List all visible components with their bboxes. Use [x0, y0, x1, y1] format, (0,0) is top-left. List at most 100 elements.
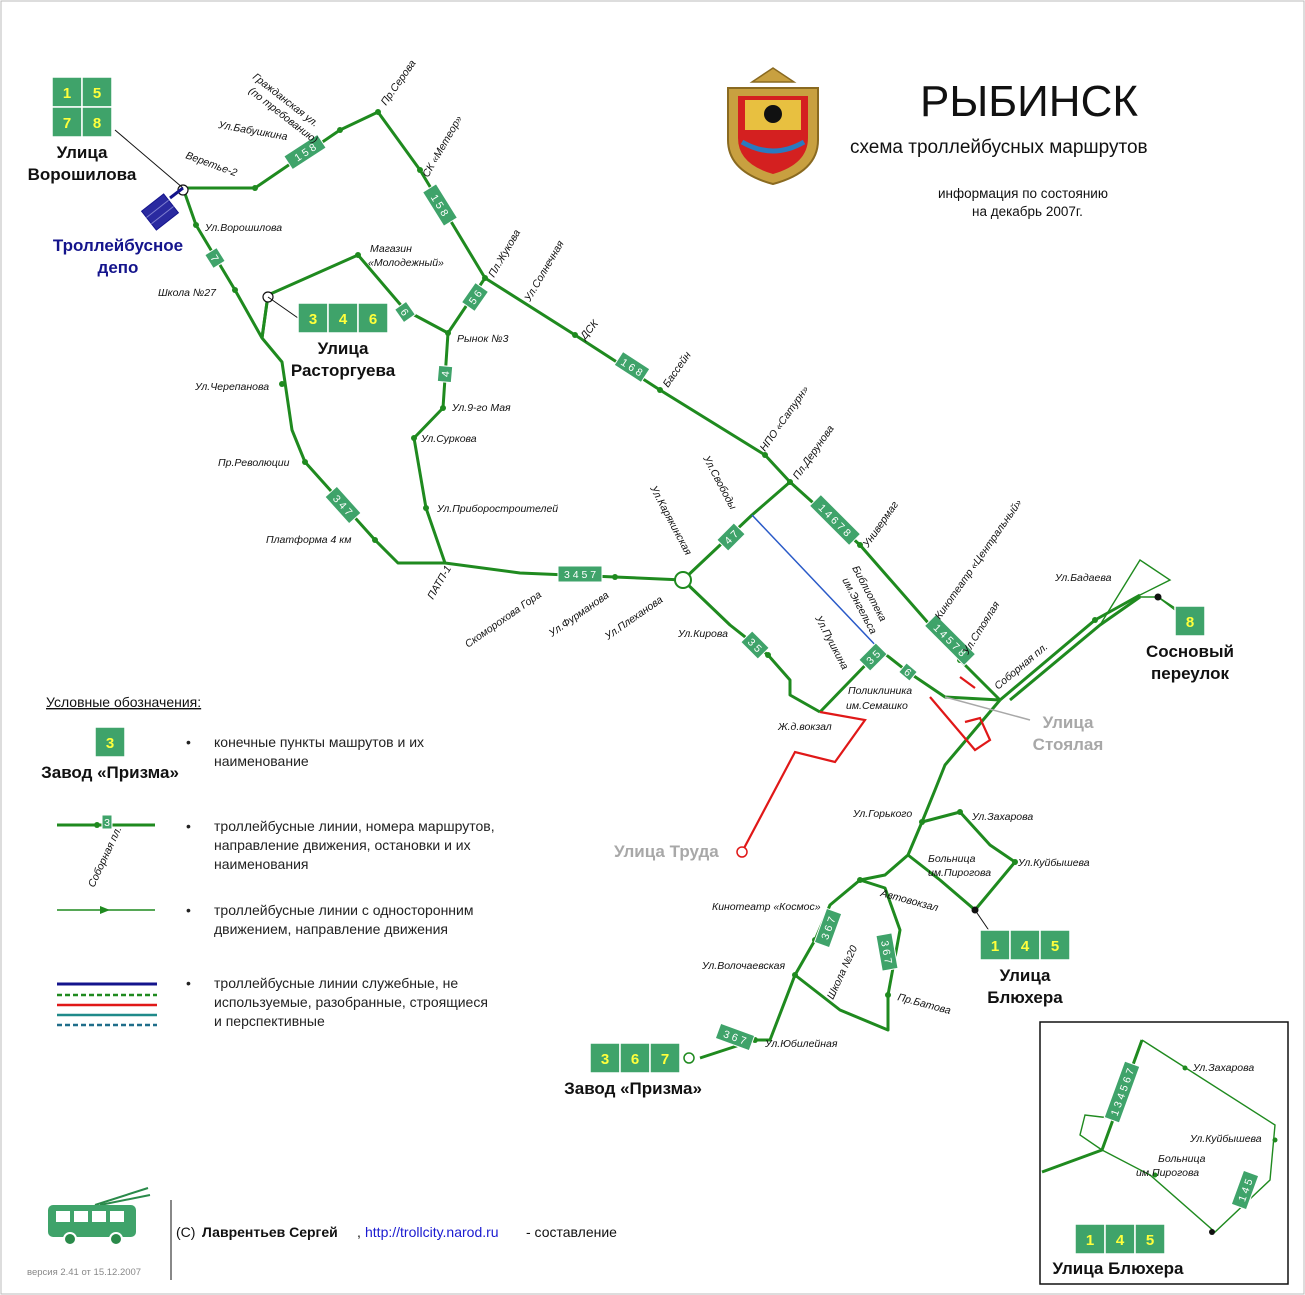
stop-volochaevskaya: Ул.Волочаевская: [701, 960, 786, 972]
coat-of-arms-icon: [727, 67, 819, 186]
svg-text:Улица: Улица: [318, 339, 369, 358]
stop-cherepanova: Ул.Черепанова: [194, 381, 269, 393]
route-tag-skomorokhova: 3 4 5 7: [557, 565, 603, 583]
inset-terminal-name: Улица Блюхера: [1052, 1259, 1184, 1278]
credit-url-link[interactable]: http://trollcity.narod.ru: [365, 1224, 499, 1240]
stop-yubileynaya: Ул.Юбилейная: [764, 1038, 838, 1050]
stop-surkova: Ул.Суркова: [420, 433, 477, 445]
service-line: [751, 514, 881, 651]
info-line-2: на декабрь 2007г.: [972, 204, 1083, 219]
svg-text:8: 8: [93, 115, 101, 132]
svg-text:6: 6: [369, 311, 377, 328]
stop-platforma: Платформа 4 км: [266, 534, 351, 546]
stop-9may: Ул.9-го Мая: [451, 402, 511, 414]
depot-label-2: депо: [98, 258, 139, 277]
route-tag-svobody: 4 7: [716, 522, 746, 552]
svg-text:•: •: [186, 734, 191, 750]
svg-text:6: 6: [631, 1051, 639, 1068]
svg-text:Улица: Улица: [57, 143, 108, 162]
legend-item2-line2: направление движения, остановки и их: [214, 837, 471, 853]
route-tag-pushkina: 3 5: [858, 642, 888, 672]
terminal-blyukhera: 1 4 5 Улица Блюхера: [979, 929, 1071, 1007]
inset-tag-side: 1 4 5: [1230, 1169, 1260, 1211]
svg-text:4: 4: [440, 370, 452, 377]
stop-voroshilova: Ул.Ворошилова: [204, 222, 282, 234]
svg-text:3: 3: [104, 817, 110, 829]
svg-text:•: •: [186, 902, 191, 918]
svg-text:3 4 5 7: 3 4 5 7: [564, 569, 596, 581]
inset-stop-zakharova: Ул.Захарова: [1192, 1062, 1254, 1074]
route-tag-magazin: 6: [393, 300, 417, 324]
svg-text:3: 3: [309, 311, 317, 328]
svg-text:7: 7: [661, 1051, 669, 1068]
red-lines: [741, 676, 992, 853]
credit-author: Лаврентьев Сергей: [202, 1224, 338, 1240]
legend-item3-line2: движением, направление движения: [214, 921, 448, 937]
terminal-marker-truda: [736, 846, 748, 858]
depot-label-1: Троллейбусное: [53, 236, 183, 255]
map-title: РЫБИНСК: [920, 77, 1138, 126]
svg-text:,: ,: [357, 1224, 361, 1240]
stop-kuybysheva: Ул.Куйбышева: [1017, 857, 1090, 869]
trolleybus-icon: [48, 1187, 151, 1246]
terminal-stoyalaya-2: Стоялая: [1033, 735, 1104, 754]
route-tag-kosmos: 3 6 7: [813, 907, 843, 949]
svg-text:4: 4: [339, 311, 348, 328]
legend-item3-line1: троллейбусные линии с односторонним: [214, 902, 473, 918]
svg-text:Завод «Призма»: Завод «Призма»: [564, 1079, 702, 1098]
legend-terminal-name: Завод «Призма»: [41, 763, 179, 782]
legend-item4-line1: троллейбусные линии служебные, не: [214, 975, 458, 991]
svg-text:5: 5: [1146, 1232, 1154, 1249]
svg-text:3: 3: [601, 1051, 609, 1068]
stop-priborostroiteley: Ул.Приборостроителей: [436, 503, 558, 515]
svg-text:•: •: [186, 818, 191, 834]
stop-kosmos: Кинотеатр «Космос»: [712, 901, 821, 913]
depot-link: [169, 186, 184, 200]
svg-text:Расторгуева: Расторгуева: [291, 361, 396, 380]
svg-text:3 6 7: 3 6 7: [878, 940, 894, 965]
svg-text:переулок: переулок: [1151, 664, 1230, 683]
stop-revolyucii: Пр.Революции: [218, 457, 290, 469]
svg-text:1: 1: [63, 85, 71, 102]
terminal-stoyalaya-1: Улица: [1043, 713, 1094, 732]
inset-stop-bolnica-2: им.Пирогова: [1136, 1167, 1199, 1179]
version-label: версия 2.41 от 15.12.2007: [27, 1267, 141, 1278]
terminal-truda: Улица Труда: [614, 842, 719, 861]
stop-bolnica-1: Больница: [928, 853, 976, 865]
legend-item4-line2: используемые, разобранные, строящиеся: [214, 994, 488, 1010]
route-tag-yubileynaya: 3 6 7: [714, 1022, 756, 1052]
svg-text:4: 4: [1021, 938, 1030, 955]
hub-marker: [674, 571, 692, 589]
legend-item1-line2: наименование: [214, 753, 309, 769]
svg-text:7: 7: [63, 115, 71, 132]
terminal-sosnovy: 8 Сосновый переулок: [1146, 605, 1234, 683]
svg-text:1: 1: [1086, 1232, 1094, 1249]
stop-kirova: Ул.Кирова: [677, 628, 728, 640]
credit-prefix: (С): [176, 1224, 195, 1240]
route-tag-shkola20: 3 6 7: [875, 932, 899, 972]
blyukhera-leader: [974, 909, 991, 933]
inset-stop-bolnica-1: Больница: [1158, 1153, 1206, 1165]
route-tag-zhukova: 5 6: [460, 281, 490, 313]
stop-zakharova: Ул.Захарова: [971, 811, 1033, 823]
rastorgueva-leader: [267, 296, 299, 319]
legend-item1-line1: конечные пункты машрутов и их: [214, 734, 424, 750]
svg-text:6: 6: [398, 307, 411, 319]
stop-badaeva: Ул.Бадаева: [1054, 572, 1112, 584]
credit-suffix: - составление: [526, 1224, 617, 1240]
legend-item4-line3: и перспективные: [214, 1013, 325, 1029]
svg-text:Сосновый: Сосновый: [1146, 642, 1234, 661]
svg-text:8: 8: [1186, 614, 1194, 631]
inset-map: 1 3 4 5 6 7 1 4 5 Ул.Захарова Ул.Куйбыше…: [1039, 1021, 1289, 1285]
voroshilova-leader: [114, 129, 184, 189]
stop-molodezhny: «Молодежный»: [368, 257, 444, 269]
svg-text:4: 4: [1116, 1232, 1125, 1249]
stop-poliklinika-1: Поликлиника: [848, 685, 912, 697]
stop-poliklinika-2: им.Семашко: [846, 700, 908, 712]
svg-text:Ворошилова: Ворошилова: [28, 165, 137, 184]
stop-gorkogo: Ул.Горького: [852, 808, 912, 820]
stop-rynok3: Рынок №3: [457, 333, 509, 345]
svg-text:3: 3: [106, 735, 114, 752]
terminal-rastorgueva: 3 4 6 Улица Расторгуева: [291, 302, 396, 380]
